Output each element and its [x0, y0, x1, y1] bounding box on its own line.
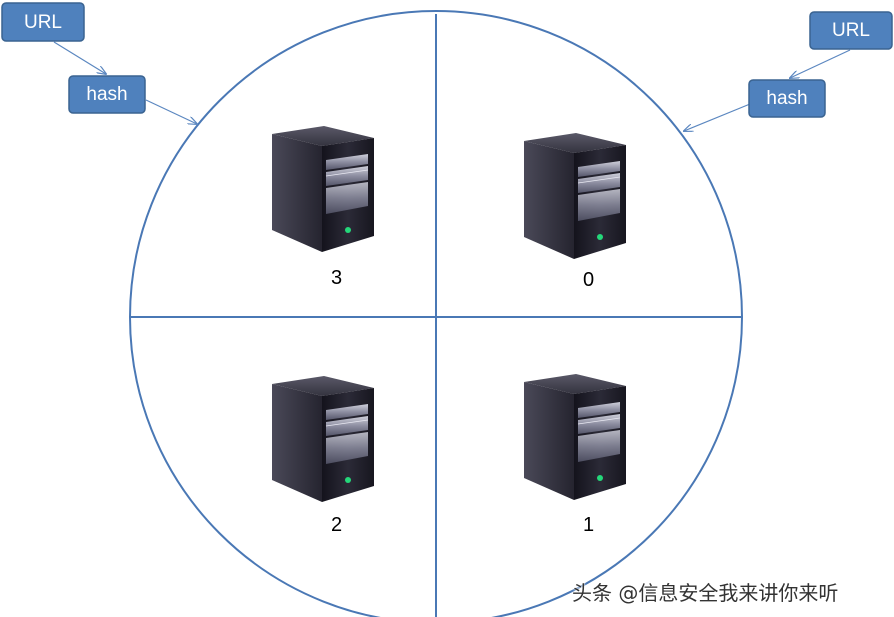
server-tower-icon: [523, 132, 627, 260]
server-tower-icon: [271, 125, 375, 253]
server-tower-icon: [271, 375, 375, 503]
watermark-text: 头条 @信息安全我来讲你来听: [572, 581, 839, 605]
right-url-to-hash-arrow: [790, 49, 851, 78]
left-url-label: URL: [23, 12, 62, 33]
right-url-box: [809, 11, 893, 50]
left-url-box: [1, 2, 85, 42]
right-hash-box: [748, 79, 826, 118]
left-hash-label: hash: [86, 84, 128, 105]
server-tower-icon: [523, 373, 627, 501]
server-label-2: 2: [331, 514, 343, 536]
left-hash-to-ring-arrow: [145, 99, 197, 124]
right-url-label: URL: [831, 20, 870, 41]
server-label-0: 0: [583, 269, 595, 291]
server-label-1: 1: [583, 514, 595, 536]
left-url-to-hash-arrow: [53, 41, 106, 74]
right-hash-label: hash: [766, 88, 808, 109]
left-hash-box: [68, 75, 146, 114]
server-label-3: 3: [331, 267, 343, 289]
right-hash-to-ring-arrow: [684, 103, 751, 131]
